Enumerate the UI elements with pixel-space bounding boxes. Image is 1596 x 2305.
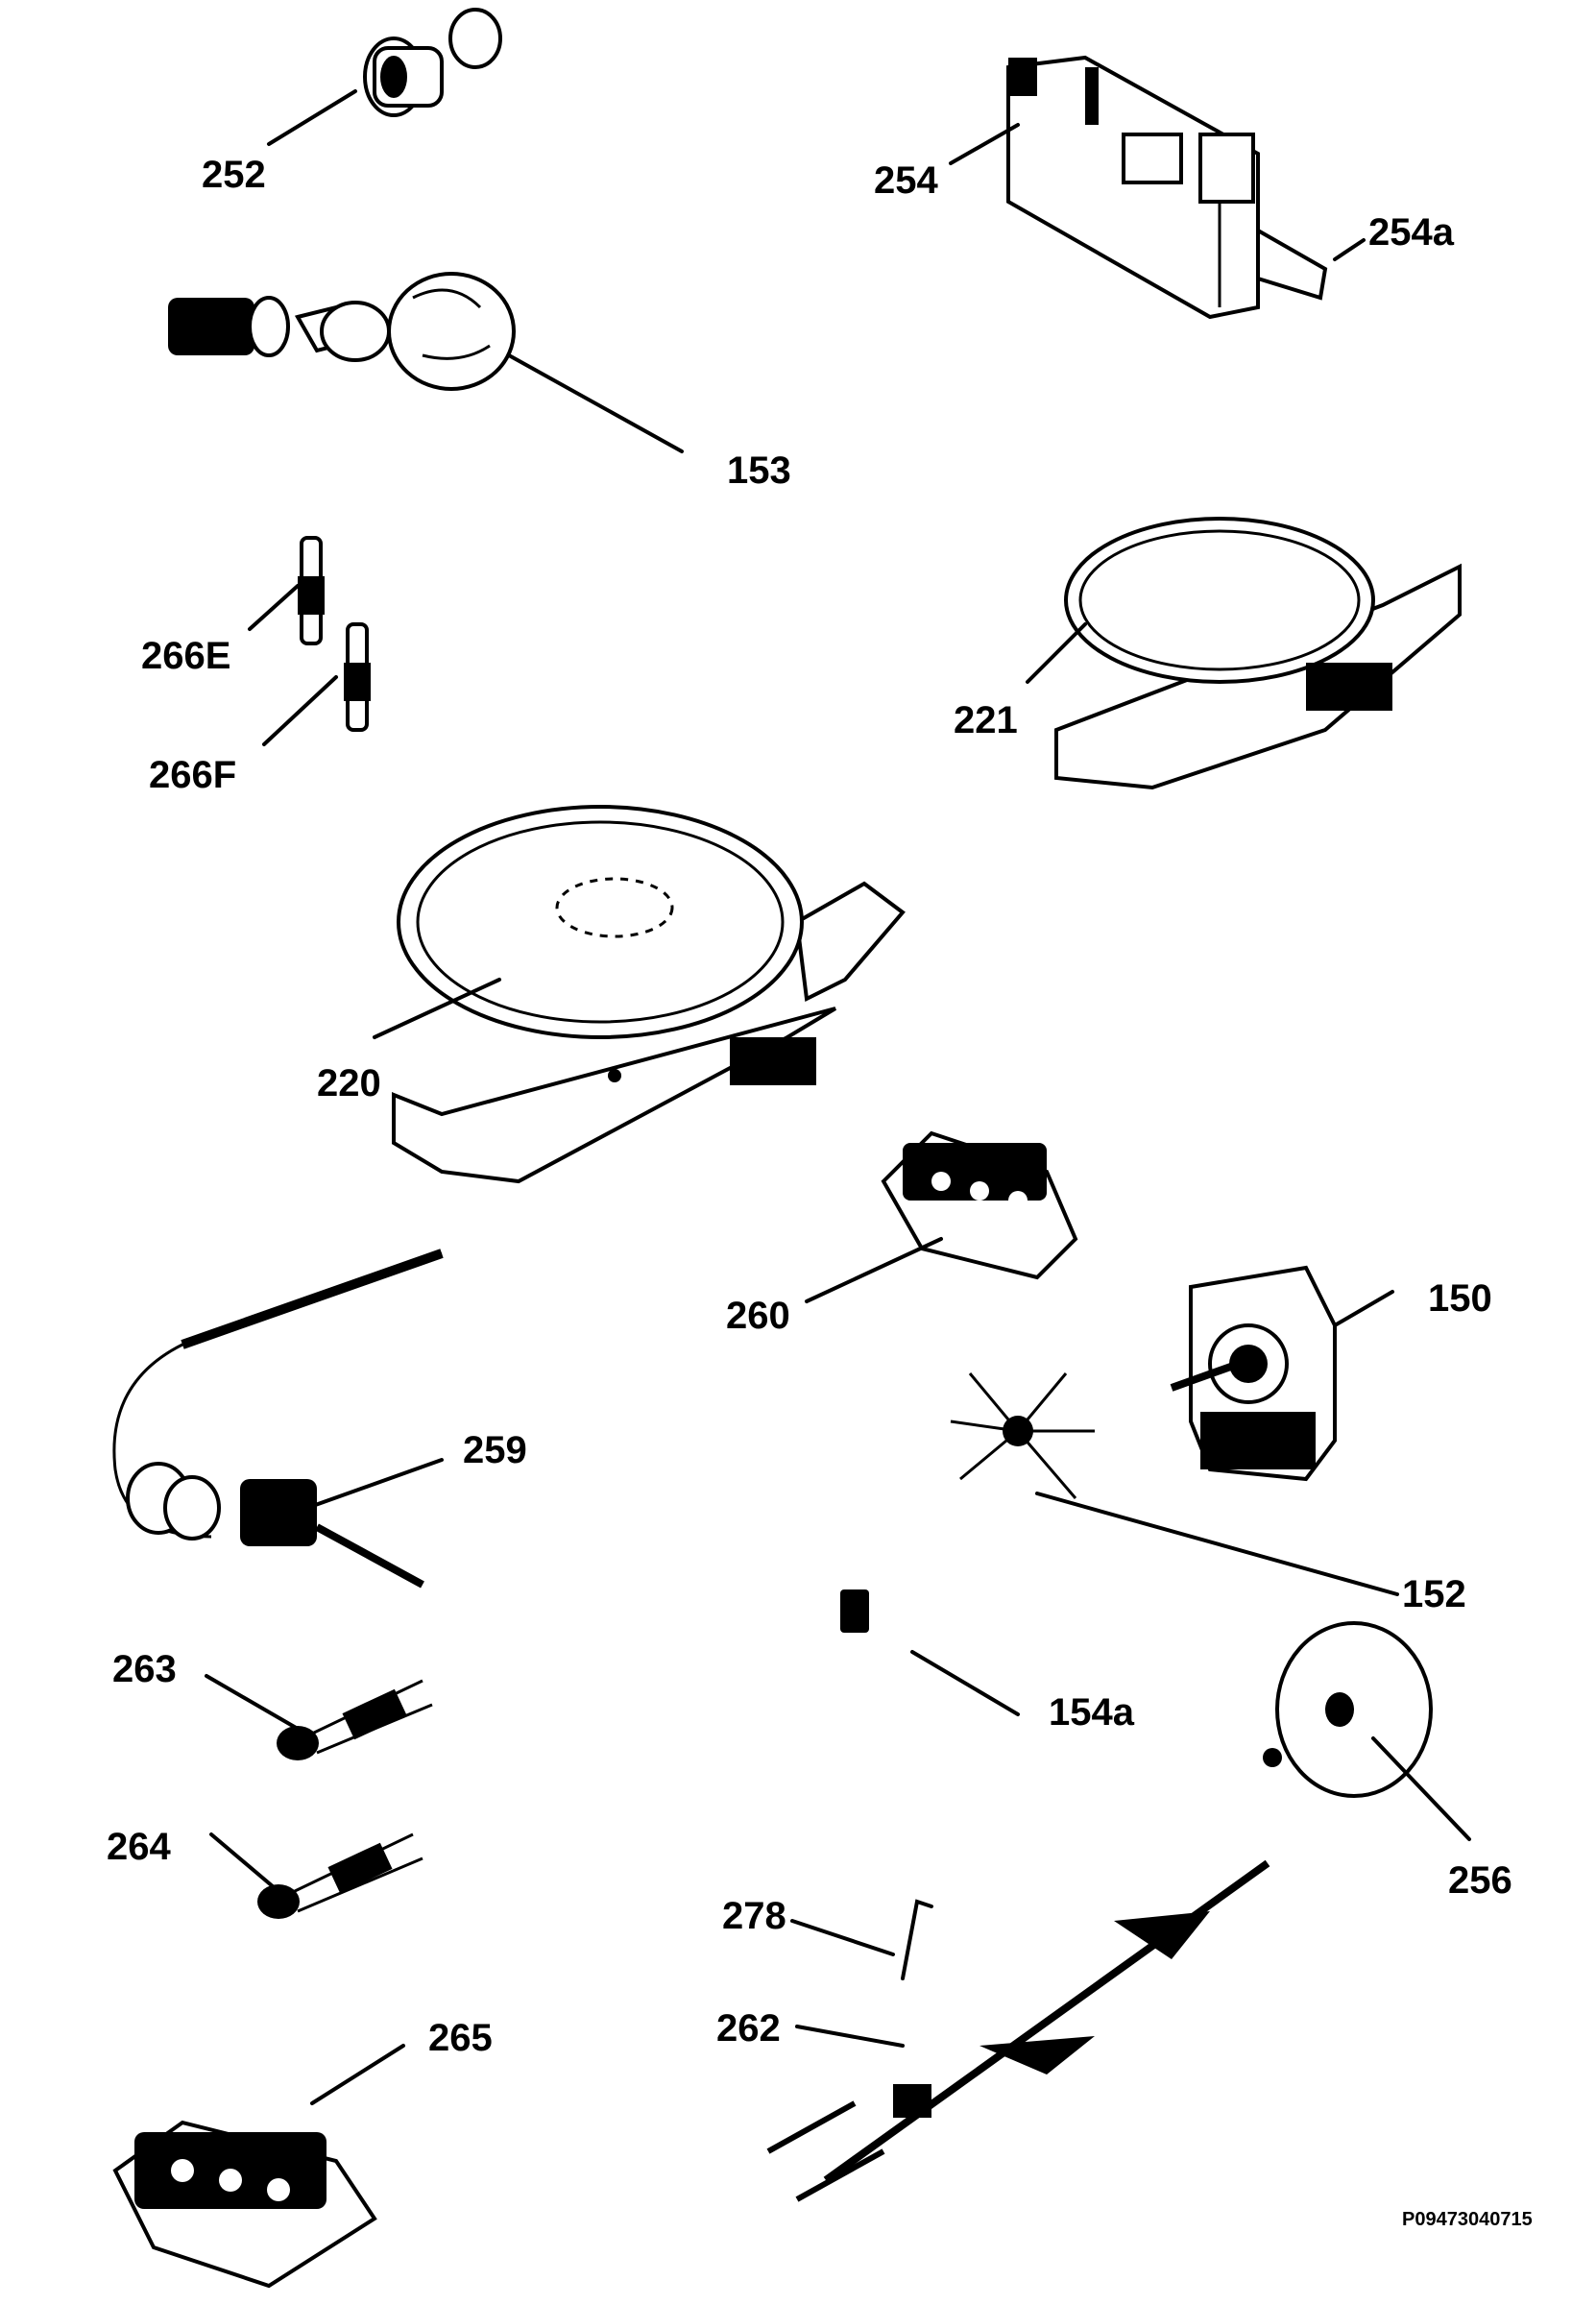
label-252: 252 xyxy=(202,154,266,196)
part-263-socket xyxy=(277,1679,433,1760)
label-254: 254 xyxy=(874,159,938,202)
label-154a: 154a xyxy=(1049,1691,1134,1734)
part-266e-connector xyxy=(298,536,325,645)
label-256: 256 xyxy=(1448,1859,1512,1902)
label-266e: 266E xyxy=(141,635,231,677)
part-152-fan-blade xyxy=(950,1372,1095,1499)
part-153-knob-assembly xyxy=(168,272,516,391)
label-152: 152 xyxy=(1402,1573,1466,1615)
leader-252 xyxy=(267,89,357,146)
leader-278 xyxy=(790,1919,895,1956)
leader-256 xyxy=(1371,1736,1471,1841)
label-254a: 254a xyxy=(1368,211,1454,254)
part-150-fan-motor xyxy=(1170,1265,1337,1482)
part-262-rotisserie-spit xyxy=(766,1859,1270,2202)
leader-266f xyxy=(262,675,338,746)
part-266f-connector xyxy=(344,622,371,732)
part-254-ignition-module xyxy=(1006,55,1328,320)
leader-221 xyxy=(1026,622,1087,684)
leader-220 xyxy=(373,978,501,1039)
label-220: 220 xyxy=(317,1062,381,1104)
label-153: 153 xyxy=(727,449,791,492)
part-265-terminal-block xyxy=(112,2120,377,2289)
leader-254 xyxy=(949,123,1020,165)
part-252-lamp-holder xyxy=(363,8,502,117)
part-278-hook xyxy=(901,1899,933,1980)
leader-259 xyxy=(305,1458,444,1510)
leader-152 xyxy=(1035,1492,1399,1596)
label-150: 150 xyxy=(1428,1277,1492,1320)
label-262: 262 xyxy=(716,2007,781,2050)
label-263: 263 xyxy=(112,1648,177,1690)
leader-264 xyxy=(209,1832,276,1889)
leader-266e xyxy=(248,584,300,631)
drawing-code: P09473040715 xyxy=(1402,2209,1533,2230)
label-278: 278 xyxy=(722,1895,786,1937)
leader-lines xyxy=(205,89,1471,2105)
label-259: 259 xyxy=(463,1429,527,1471)
label-221: 221 xyxy=(954,699,1018,741)
leader-263 xyxy=(205,1674,300,1731)
leader-154a xyxy=(910,1650,1020,1716)
part-264-socket xyxy=(257,1832,423,1919)
leader-260 xyxy=(805,1237,943,1303)
label-265: 265 xyxy=(428,2017,493,2059)
label-266f: 266F xyxy=(149,754,237,796)
part-221-small-hotplate xyxy=(1054,517,1462,790)
leader-254a xyxy=(1333,238,1366,261)
leader-150 xyxy=(1333,1290,1394,1327)
label-264: 264 xyxy=(107,1826,171,1868)
part-256-fan-cover xyxy=(1263,1621,1433,1798)
label-260: 260 xyxy=(726,1295,790,1337)
part-154a-clip xyxy=(840,1589,869,1633)
part-260-terminal-block xyxy=(881,1130,1078,1280)
leader-153 xyxy=(507,353,684,453)
leader-265 xyxy=(310,2044,405,2105)
part-259-thermostat xyxy=(112,1249,444,1589)
leader-262 xyxy=(795,2025,905,2048)
